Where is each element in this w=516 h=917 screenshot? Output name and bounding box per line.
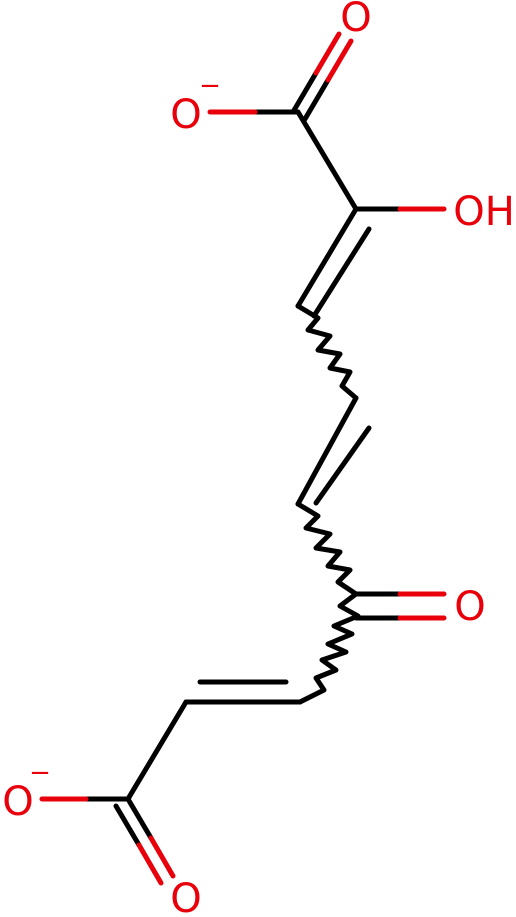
atom-o-bottom: O: [170, 876, 201, 917]
bond-c5-c6-wavy: [295, 501, 359, 597]
bond-c1-o-double-b-red: [325, 38, 354, 83]
bond-c9-o-double-b: [113, 803, 142, 848]
bond-c2-c3-b: [311, 226, 372, 319]
bond-c9-o-double-a: [125, 796, 154, 841]
bond-c1-o-double-a-red: [313, 31, 342, 76]
atom-oh: OH: [453, 189, 515, 235]
atom-o-minus-bottom: O: [2, 779, 33, 825]
bond-c1-c2: [295, 109, 359, 212]
bond-c9-o-double-b-red: [136, 842, 164, 886]
atom-o-top: O: [340, 0, 371, 41]
bond-c3-c4-wavy: [295, 303, 359, 401]
bond-c8-c9: [125, 699, 189, 802]
bond-c6-c7-wavy: [297, 591, 361, 705]
charge-bottom: −: [29, 758, 51, 788]
bond-c1-o-double-a: [290, 70, 319, 115]
atom-o-minus-top: O: [170, 92, 201, 138]
bond-c9-o-double-a-red: [148, 835, 176, 879]
bond-c2-c3-a: [295, 206, 359, 309]
bond-c4-c5-b: [313, 425, 372, 506]
atom-o-ketone: O: [454, 584, 485, 630]
bond-c1-o-double-b: [302, 77, 331, 122]
bond-c4-c5-a: [295, 395, 359, 507]
charge-top: −: [199, 71, 221, 101]
